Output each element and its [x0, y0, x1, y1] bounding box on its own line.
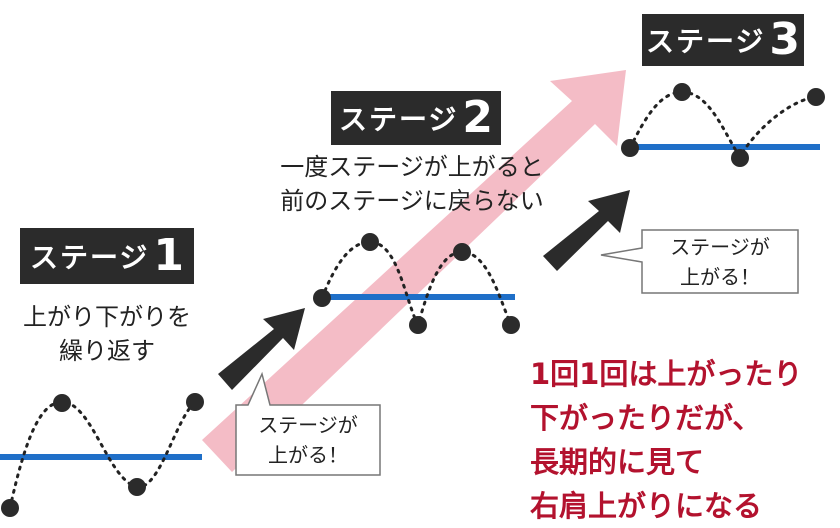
speech-bubble-line: 上がる！ — [680, 265, 760, 289]
stage1-label-text: ステージ — [29, 241, 150, 274]
stage2-caption: 一度ステージが上がると 前のステージに戻らない — [262, 150, 562, 218]
stage1-caption-line: 上がり下がりを — [23, 303, 191, 331]
conclusion-text: 1回1回は上がったり 下がったりだが、 長期的に見て 右肩上がりになる — [530, 352, 802, 528]
speech-bubble-line: 上がる！ — [268, 443, 348, 467]
stage1-point — [53, 394, 71, 412]
stage3-label: ステージ 3 — [642, 14, 804, 66]
stage2-caption-line: 前のステージに戻らない — [280, 187, 544, 215]
conclusion-line: 右肩上がりになる — [530, 489, 763, 523]
step-up-arrow-1 — [218, 308, 305, 390]
stage2-point — [313, 289, 331, 307]
stage3-point — [621, 139, 639, 157]
stage1-label-number: 1 — [153, 230, 185, 281]
stage3-label-text: ステージ — [645, 25, 766, 58]
stage2-label-number: 2 — [462, 92, 494, 143]
conclusion-line: 下がったりだが、 — [530, 401, 762, 435]
stage1-caption: 上がり下がりを 繰り返す — [2, 300, 212, 368]
stage3-oscillation-curve — [628, 90, 818, 160]
stage2-point — [409, 316, 427, 334]
speech-bubble-line: ステージが — [670, 235, 770, 259]
stage2-label-text: ステージ — [338, 103, 459, 136]
speech-bubble-1 — [235, 371, 381, 476]
conclusion-line: 1回1回は上がったり — [530, 357, 803, 391]
stage2-point — [453, 243, 471, 261]
stage1-label: ステージ 1 — [20, 228, 194, 284]
step-up-arrow-2 — [543, 190, 630, 271]
stage1-point — [128, 478, 146, 496]
stage2-point — [361, 233, 379, 251]
stage3-point — [673, 83, 691, 101]
stage2-point — [502, 316, 520, 334]
stage2-caption-line: 一度ステージが上がると — [280, 153, 544, 181]
speech-bubble-2-text: ステージが 上がる！ — [642, 232, 798, 292]
speech-bubble-1-text: ステージが 上がる！ — [236, 410, 380, 470]
stage2-label: ステージ 2 — [331, 91, 501, 145]
stage3-point — [807, 88, 825, 106]
speech-bubble-2 — [600, 229, 799, 294]
stage1-point — [1, 499, 19, 517]
stage1-point — [186, 393, 204, 411]
stage1-oscillation-curve — [8, 400, 197, 510]
stage1-caption-line: 繰り返す — [59, 337, 155, 365]
conclusion-line: 長期的に見て — [530, 445, 705, 479]
speech-bubble-line: ステージが — [258, 413, 358, 437]
stage3-point — [731, 149, 749, 167]
long-term-rise-arrow — [202, 70, 626, 472]
stage3-label-number: 3 — [769, 14, 801, 65]
